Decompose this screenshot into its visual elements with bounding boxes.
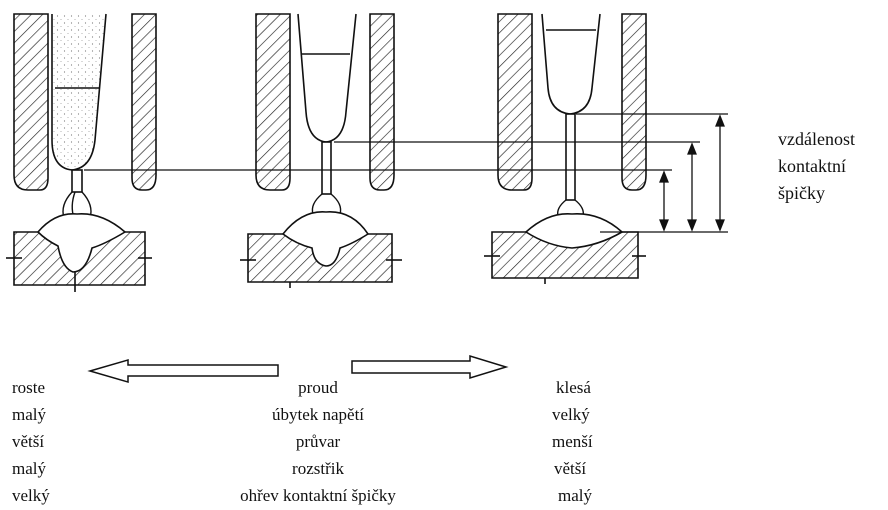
param-name: ohřev kontaktní špičky — [240, 486, 396, 505]
workpiece-3 — [484, 213, 646, 284]
param-right: větší — [554, 459, 587, 478]
distance-label-line: špičky — [778, 183, 825, 203]
workpiece-1 — [6, 213, 152, 292]
param-left: větší — [12, 432, 45, 451]
left-arrow-icon — [87, 359, 279, 383]
torch-2 — [255, 13, 395, 195]
param-name: průvar — [295, 432, 341, 451]
param-left: malý — [12, 459, 46, 478]
distance-label-line: kontaktní — [778, 156, 846, 176]
right-arrow-icon — [351, 354, 509, 380]
distance-dimension-arrows — [659, 114, 725, 232]
param-right: klesá — [556, 378, 591, 397]
param-name: úbytek napětí — [271, 405, 365, 424]
distance-label-line: vzdálenost — [778, 129, 855, 149]
param-left: velký — [12, 486, 50, 505]
param-name: rozstřik — [292, 459, 344, 478]
torch-3 — [497, 13, 647, 201]
param-left: malý — [12, 405, 46, 424]
param-right: malý — [558, 486, 592, 505]
param-right: menší — [552, 432, 593, 451]
workpiece-2 — [240, 211, 402, 288]
param-right: velký — [552, 405, 590, 424]
torch-1 — [13, 13, 157, 193]
reference-lines — [84, 113, 728, 233]
arc-2 — [311, 193, 342, 215]
distance-label: vzdálenost kontaktní špičky — [778, 126, 855, 207]
param-left: roste — [12, 378, 46, 397]
param-name: proud — [298, 378, 338, 397]
